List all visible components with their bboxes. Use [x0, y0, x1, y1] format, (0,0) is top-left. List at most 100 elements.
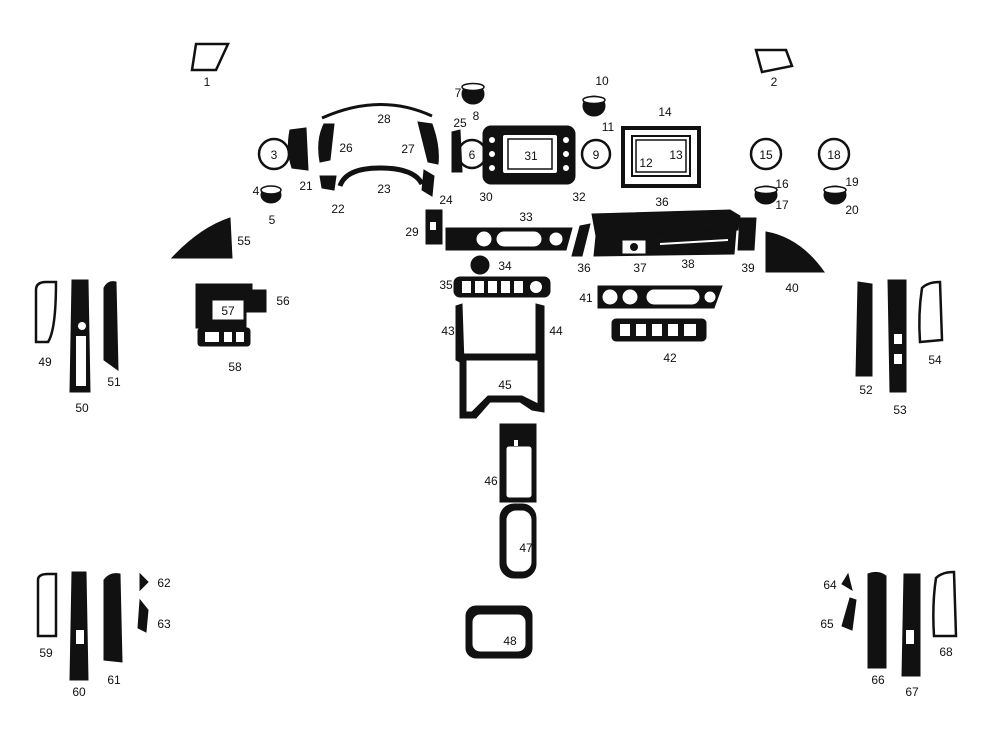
label-5: 5	[269, 213, 276, 227]
label-29: 29	[405, 225, 419, 239]
label-56: 56	[276, 294, 290, 308]
label-42: 42	[663, 351, 677, 365]
knob-10-11	[582, 95, 606, 117]
label-13: 13	[669, 148, 683, 162]
piece-23-shape	[337, 165, 425, 188]
label-37: 37	[633, 261, 647, 275]
piece-25-shape	[451, 129, 463, 173]
label-22: 22	[331, 202, 345, 216]
label-58: 58	[228, 360, 242, 374]
piece-56-58-shape	[195, 283, 267, 347]
label-2: 2	[771, 75, 778, 89]
label-68: 68	[939, 645, 953, 659]
piece-68-shape	[932, 570, 958, 638]
piece-59-shape	[36, 572, 58, 638]
label-3: 3	[271, 148, 278, 162]
label-23: 23	[377, 182, 391, 196]
label-19: 19	[845, 175, 859, 189]
piece-46-shape	[499, 423, 537, 503]
label-44: 44	[549, 324, 563, 338]
piece-50-shape	[69, 279, 91, 393]
piece-62-shape	[139, 572, 149, 592]
piece-42-shape	[611, 318, 707, 342]
piece-40-shape	[765, 231, 825, 273]
piece-31-shape	[482, 125, 576, 185]
label-8: 8	[473, 109, 480, 123]
label-49: 49	[38, 355, 52, 369]
label-25: 25	[453, 116, 467, 130]
piece-64-shape	[841, 572, 853, 592]
piece-53-shape	[887, 279, 907, 393]
label-14: 14	[658, 105, 672, 119]
label-48: 48	[503, 634, 517, 648]
label-51: 51	[107, 375, 121, 389]
piece-35-shape	[453, 276, 551, 298]
label-6: 6	[469, 148, 476, 162]
label-33: 33	[519, 210, 533, 224]
label-54: 54	[928, 353, 942, 367]
label-38: 38	[681, 257, 695, 271]
piece-9-shape	[580, 138, 612, 170]
piece-36-shape	[591, 209, 741, 237]
label-50: 50	[75, 401, 89, 415]
piece-34-shape	[470, 255, 490, 275]
knob-16-17	[754, 185, 778, 205]
label-40: 40	[785, 281, 799, 295]
label-62: 62	[157, 576, 171, 590]
piece-66-shape	[867, 571, 887, 669]
piece-21-shape	[287, 127, 309, 171]
piece-2-shape	[754, 48, 794, 74]
label-30: 30	[479, 190, 493, 204]
piece-52-shape	[855, 281, 873, 377]
label-47: 47	[519, 541, 533, 555]
knob-4-5	[260, 185, 282, 204]
label-43: 43	[441, 324, 455, 338]
label-12: 12	[639, 156, 653, 170]
label-55: 55	[237, 234, 251, 248]
label-52: 52	[859, 383, 873, 397]
piece-47-shape	[499, 503, 537, 579]
label-9: 9	[593, 148, 600, 162]
label-10: 10	[595, 74, 609, 88]
label-64: 64	[823, 578, 837, 592]
piece-37-38-shape	[593, 229, 737, 257]
piece-26-shape	[318, 123, 335, 163]
label-24: 24	[439, 193, 453, 207]
piece-61-shape	[103, 573, 123, 663]
piece-67-shape	[901, 573, 921, 677]
piece-48-shape	[465, 605, 533, 659]
label-34: 34	[498, 259, 512, 273]
piece-65-shape	[841, 597, 857, 631]
piece-18-shape	[817, 137, 851, 171]
piece-36b-shape	[571, 223, 591, 257]
label-53: 53	[893, 403, 907, 417]
piece-55-shape	[170, 217, 233, 259]
piece-60-shape	[69, 571, 89, 681]
label-15: 15	[759, 148, 773, 162]
piece-14-shape	[621, 126, 701, 188]
label-18: 18	[827, 148, 841, 162]
piece-27-shape	[417, 121, 439, 165]
label-7: 7	[455, 86, 462, 100]
piece-54-shape	[918, 280, 944, 344]
piece-15-shape	[749, 137, 783, 171]
piece-28-shape	[321, 103, 433, 120]
label-28: 28	[377, 112, 391, 126]
label-57: 57	[221, 304, 235, 318]
piece-45-shape	[459, 353, 545, 419]
label-31: 31	[524, 149, 538, 163]
label-32: 32	[572, 190, 586, 204]
piece-41-shape	[597, 285, 723, 309]
label-11: 11	[602, 120, 615, 134]
label-35: 35	[439, 278, 453, 292]
label-66: 66	[871, 673, 885, 687]
label-36-lower: 36	[577, 261, 591, 275]
label-65: 65	[820, 617, 834, 631]
label-63: 63	[157, 617, 171, 631]
label-36: 36	[655, 195, 669, 209]
knob-7-8	[461, 82, 485, 105]
label-46: 46	[484, 474, 498, 488]
piece-33-shape	[445, 227, 573, 251]
label-26: 26	[339, 141, 353, 155]
label-16: 16	[775, 177, 789, 191]
